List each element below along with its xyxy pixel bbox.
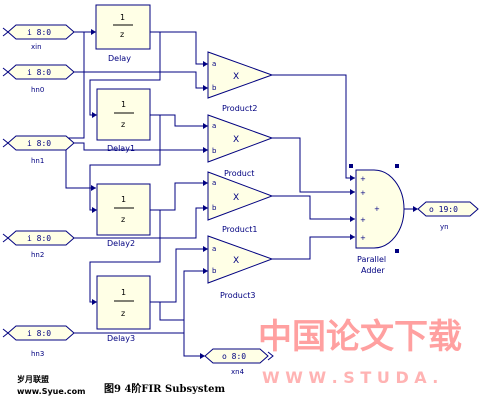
delay-block[interactable]: 1 z Delay xyxy=(95,4,151,63)
adder-sign-5: + xyxy=(374,205,380,213)
port-yn-type: o 19:0 xyxy=(429,205,458,214)
product3-in-b: b xyxy=(212,267,217,275)
delay1-denominator: z xyxy=(121,120,125,129)
port-hn3-name: hn3 xyxy=(31,350,44,358)
product1-block[interactable]: a b X Product1 xyxy=(207,171,274,234)
watermark-url: W W W . S T U D A . xyxy=(262,368,438,387)
port-hn2[interactable]: i 8:0 hn2 xyxy=(2,230,75,259)
delay2-block[interactable]: 1 z Delay2 xyxy=(96,183,151,248)
port-hn1[interactable]: i 8:0 hn1 xyxy=(2,135,75,165)
product2-in-b: b xyxy=(212,84,217,92)
adder-sign-4: + xyxy=(360,234,366,242)
port-xin[interactable]: i 8:0 xin xyxy=(2,24,75,51)
product3-name: Product3 xyxy=(220,291,255,300)
port-hn3[interactable]: i 8:0 hn3 xyxy=(2,325,75,358)
footer-site-cn: 岁月联盟 xyxy=(17,374,49,384)
product1-op: X xyxy=(233,193,239,203)
delay3-name: Delay3 xyxy=(107,334,135,343)
port-xn4-type: o 8:0 xyxy=(222,352,246,361)
product-block[interactable]: a b X Product xyxy=(207,114,274,178)
delay1-numerator: 1 xyxy=(121,100,126,109)
product2-block[interactable]: a b X Product2 xyxy=(207,51,274,113)
product1-in-a: a xyxy=(212,179,216,187)
watermark-cn: 中国论文下载 xyxy=(258,317,462,357)
port-xin-name: xin xyxy=(31,43,42,51)
product3-block[interactable]: a b X Product3 xyxy=(207,235,274,300)
port-xin-type: i 8:0 xyxy=(27,28,51,37)
delay-denominator: z xyxy=(120,30,124,39)
product3-in-a: a xyxy=(212,245,216,253)
delay3-numerator: 1 xyxy=(121,288,126,297)
arrowheads xyxy=(91,29,418,359)
port-xn4[interactable]: o 8:0 xn4 xyxy=(204,348,274,376)
port-hn0-name: hn0 xyxy=(31,86,44,94)
adder-name-line1: Parallel xyxy=(357,255,386,264)
delay-name: Delay xyxy=(108,54,131,63)
delay2-denominator: z xyxy=(121,215,125,224)
port-hn2-type: i 8:0 xyxy=(27,234,51,243)
product1-name: Product1 xyxy=(222,225,257,234)
port-hn1-name: hn1 xyxy=(31,157,44,165)
delay3-block[interactable]: 1 z Delay3 xyxy=(96,275,151,343)
product-name: Product xyxy=(224,169,254,178)
port-hn0[interactable]: i 8:0 hn0 xyxy=(2,64,75,94)
product2-op: X xyxy=(233,72,239,82)
parallel-adder-block[interactable]: + + + + + Parallel Adder xyxy=(349,164,405,275)
delay2-numerator: 1 xyxy=(121,195,126,204)
port-hn0-type: i 8:0 xyxy=(27,68,51,77)
product2-name: Product2 xyxy=(222,104,257,113)
product3-op: X xyxy=(233,256,239,266)
adder-sign-3: + xyxy=(360,216,366,224)
delay-numerator: 1 xyxy=(120,13,125,22)
product-op: X xyxy=(233,135,239,145)
delay2-name: Delay2 xyxy=(107,239,135,248)
footer-site-url: www.Syue.com xyxy=(17,387,85,396)
port-yn[interactable]: o 19:0 yn xyxy=(417,201,479,231)
port-yn-name: yn xyxy=(440,223,449,231)
delay1-name: Delay1 xyxy=(107,144,135,153)
port-hn1-type: i 8:0 xyxy=(27,139,51,148)
product-in-a: a xyxy=(212,122,216,130)
port-xn4-name: xn4 xyxy=(231,368,245,376)
wires xyxy=(65,31,418,357)
product1-in-b: b xyxy=(212,204,217,212)
adder-sign-1: + xyxy=(360,175,366,183)
product-in-b: b xyxy=(212,147,217,155)
adder-sign-2: + xyxy=(360,189,366,197)
figure-caption: 图9 4阶FIR Subsystem xyxy=(104,382,226,395)
delay3-denominator: z xyxy=(121,309,125,318)
product2-in-a: a xyxy=(212,60,216,68)
port-hn2-name: hn2 xyxy=(31,251,44,259)
port-hn3-type: i 8:0 xyxy=(27,329,51,338)
delay1-block[interactable]: 1 z Delay1 xyxy=(96,88,151,153)
adder-name-line2: Adder xyxy=(361,266,385,275)
